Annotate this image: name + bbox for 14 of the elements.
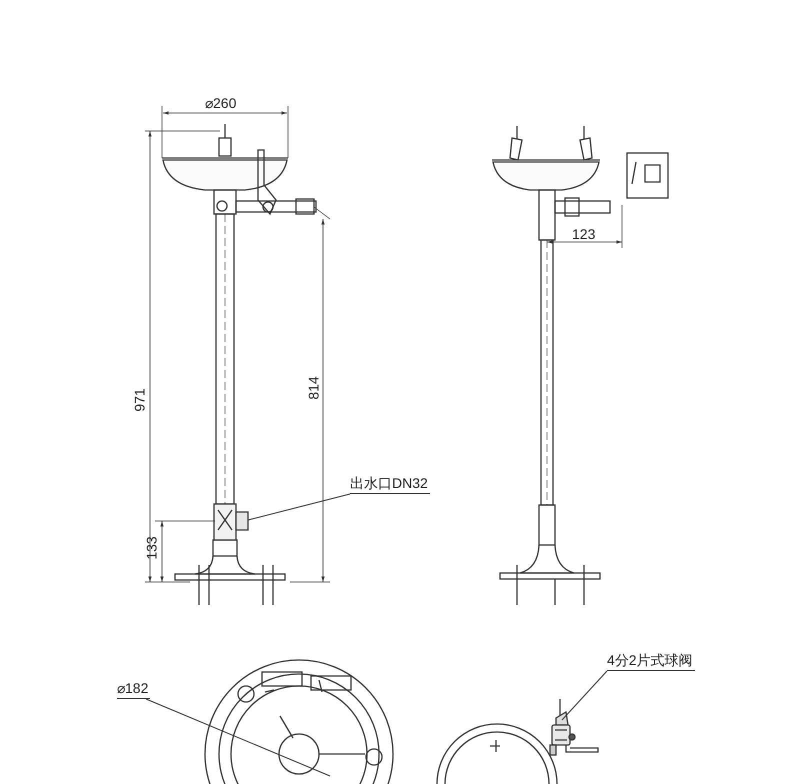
leader-line <box>248 494 350 520</box>
callout-label: 出水口DN32 <box>350 475 430 494</box>
dimension-label: 971 <box>132 388 148 412</box>
callout-label: ⌀182 <box>117 680 150 699</box>
dimension-label: ⌀260 <box>205 95 236 111</box>
leader-line <box>562 670 608 720</box>
outlet-fitting-drawing <box>213 503 249 541</box>
callout-label: 4分2片式球阀 <box>607 652 695 671</box>
dimension-label: 814 <box>306 376 322 400</box>
ball-valve-drawing <box>549 699 599 756</box>
dimension-label: 123 <box>572 226 596 242</box>
dimension-label: 133 <box>144 536 160 560</box>
base-plate-drawing <box>204 659 394 784</box>
leader-line <box>146 698 330 776</box>
